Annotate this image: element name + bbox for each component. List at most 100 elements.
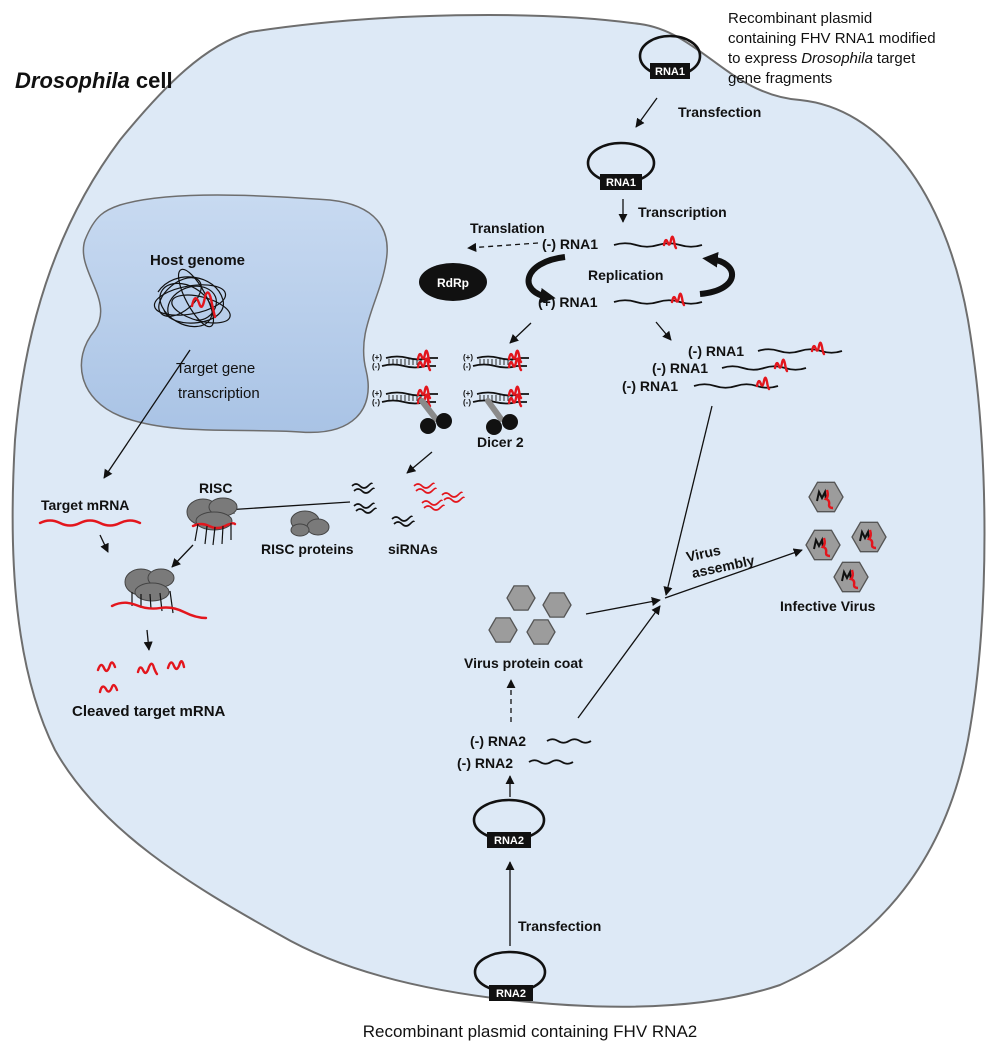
plasmid-tag-label: RNA1 (655, 66, 685, 78)
virus-protein-coat-label: Virus protein coat (464, 655, 583, 671)
rna1-plasmid-external: RNA1 (638, 34, 702, 79)
target-gene-locus (190, 291, 217, 319)
sirna-strand (423, 504, 445, 511)
arrow-to-dsrna (509, 322, 532, 344)
dsrna-group: (+) (-) (+) (-) (+) (-) (+) (-) (372, 349, 529, 408)
dsrna-duplex (472, 349, 529, 372)
sirna-duplex (441, 491, 465, 503)
neg-rna1-copy-label: (-) RNA1 (652, 360, 708, 376)
mrna-fragment (136, 662, 159, 676)
cleaved-mrna-fragments (96, 660, 186, 694)
sirna-strand (353, 487, 375, 494)
target-fragment-mark (507, 349, 523, 364)
cell-title-species: Drosophila (15, 68, 130, 93)
target-fragment-mark (416, 357, 432, 372)
neg-rna1-copy-strand (757, 348, 843, 354)
replication-label: Replication (588, 267, 663, 283)
arrow-mrna-to-complex (99, 534, 109, 553)
virus-particle (808, 481, 844, 513)
target-gene-transcription-line: transcription (178, 385, 260, 402)
target-fragment-mark (416, 393, 432, 408)
strand-minus-label: (-) (463, 362, 471, 371)
sirna-strand (393, 520, 415, 527)
target-gene-transcription-line: Target gene (176, 360, 255, 377)
plasmid-tag (600, 174, 642, 190)
note-line: containing FHV RNA1 modified (728, 30, 936, 47)
dicer-domain (420, 418, 436, 434)
sirna-strand (355, 507, 377, 514)
plasmid-tag (487, 832, 531, 848)
viral-rna1-genome (820, 537, 831, 558)
virus-particle (805, 529, 841, 561)
target-fragment-mark (416, 385, 432, 400)
plasmid-tag-label: RNA2 (496, 988, 526, 1000)
plasmid-tag (650, 63, 690, 79)
note-species: Drosophila (801, 50, 873, 67)
dna-loop (157, 276, 224, 324)
dicer-domain (436, 413, 452, 429)
risc-strand-line (221, 525, 224, 545)
cleaved-mrna-label: Cleaved target mRNA (72, 703, 226, 720)
coat-protein-hexagon (506, 585, 536, 611)
arrow-to-sirnas (406, 451, 433, 474)
sirna-strand (441, 491, 463, 498)
target-fragment-mark (662, 235, 678, 250)
viral-rna2-genome (859, 528, 870, 542)
transfection-label-rna1: Transfection (678, 104, 761, 120)
replication-arrow-right (699, 252, 736, 297)
viral-rna1-genome (848, 569, 859, 590)
strand-plus-label: (+) (372, 389, 382, 398)
pos-rna1-label: (+) RNA1 (538, 294, 598, 310)
target-mrna-label: Target mRNA (41, 497, 129, 513)
risc-strand-line (169, 590, 174, 614)
dicer-protein (419, 398, 452, 434)
strand-minus-label: (-) (372, 398, 380, 407)
dsrna-duplex (472, 385, 529, 408)
infective-virus-label: Infective Virus (780, 598, 876, 614)
rna2-plasmid-note: Recombinant plasmid containing FHV RNA2 (363, 1022, 698, 1041)
rdrp-label: RdRp (437, 276, 469, 290)
note-line: Recombinant plasmid (728, 10, 872, 27)
plasmid-tag-label: RNA1 (606, 177, 636, 189)
neg-rna1-copy-strand (721, 365, 807, 371)
neg-rna1-label: (-) RNA1 (542, 236, 598, 252)
sirna-duplex (353, 502, 377, 514)
target-fragment-mark (507, 393, 523, 408)
viral-rna1-genome (866, 529, 877, 550)
strand-minus-label: (-) (463, 398, 471, 407)
target-fragment-mark (670, 292, 686, 307)
dna-loop (167, 285, 217, 321)
sirna-duplex (413, 482, 437, 494)
arrow-rna2-to-assembly (577, 605, 661, 719)
viral-rna2-genome (816, 488, 827, 502)
dna-loop (153, 284, 227, 316)
sirnas-label: siRNAs (388, 541, 438, 557)
dicer-label: Dicer 2 (477, 434, 524, 450)
rna2-plasmid-internal: RNA2 (472, 798, 546, 848)
dna-loop (158, 277, 202, 317)
strand-plus-label: (+) (463, 353, 473, 362)
arrow-to-risc (225, 501, 351, 515)
risc-strand-line (212, 526, 216, 546)
dicer-body (419, 398, 439, 422)
note-line: gene fragments (728, 70, 832, 87)
coat-protein-hexagon (542, 592, 572, 618)
risc-protein-blob (134, 582, 170, 602)
risc-proteins (290, 510, 330, 537)
dicer-protein (485, 398, 518, 435)
mrna-fragment (96, 661, 117, 673)
rdrp-protein: RdRp (419, 263, 487, 301)
dicer-body (485, 398, 504, 422)
neg-rna2-strand (546, 738, 592, 744)
risc-label: RISC (199, 480, 232, 496)
host-genome-dna-tangle (153, 268, 231, 328)
target-fragment-mark (755, 376, 771, 391)
target-fragment-mark (416, 349, 432, 364)
translation-label: Translation (470, 220, 545, 236)
cell-title-word: cell (136, 68, 173, 93)
virus-particle (833, 561, 869, 593)
sirna-cluster (351, 482, 465, 527)
